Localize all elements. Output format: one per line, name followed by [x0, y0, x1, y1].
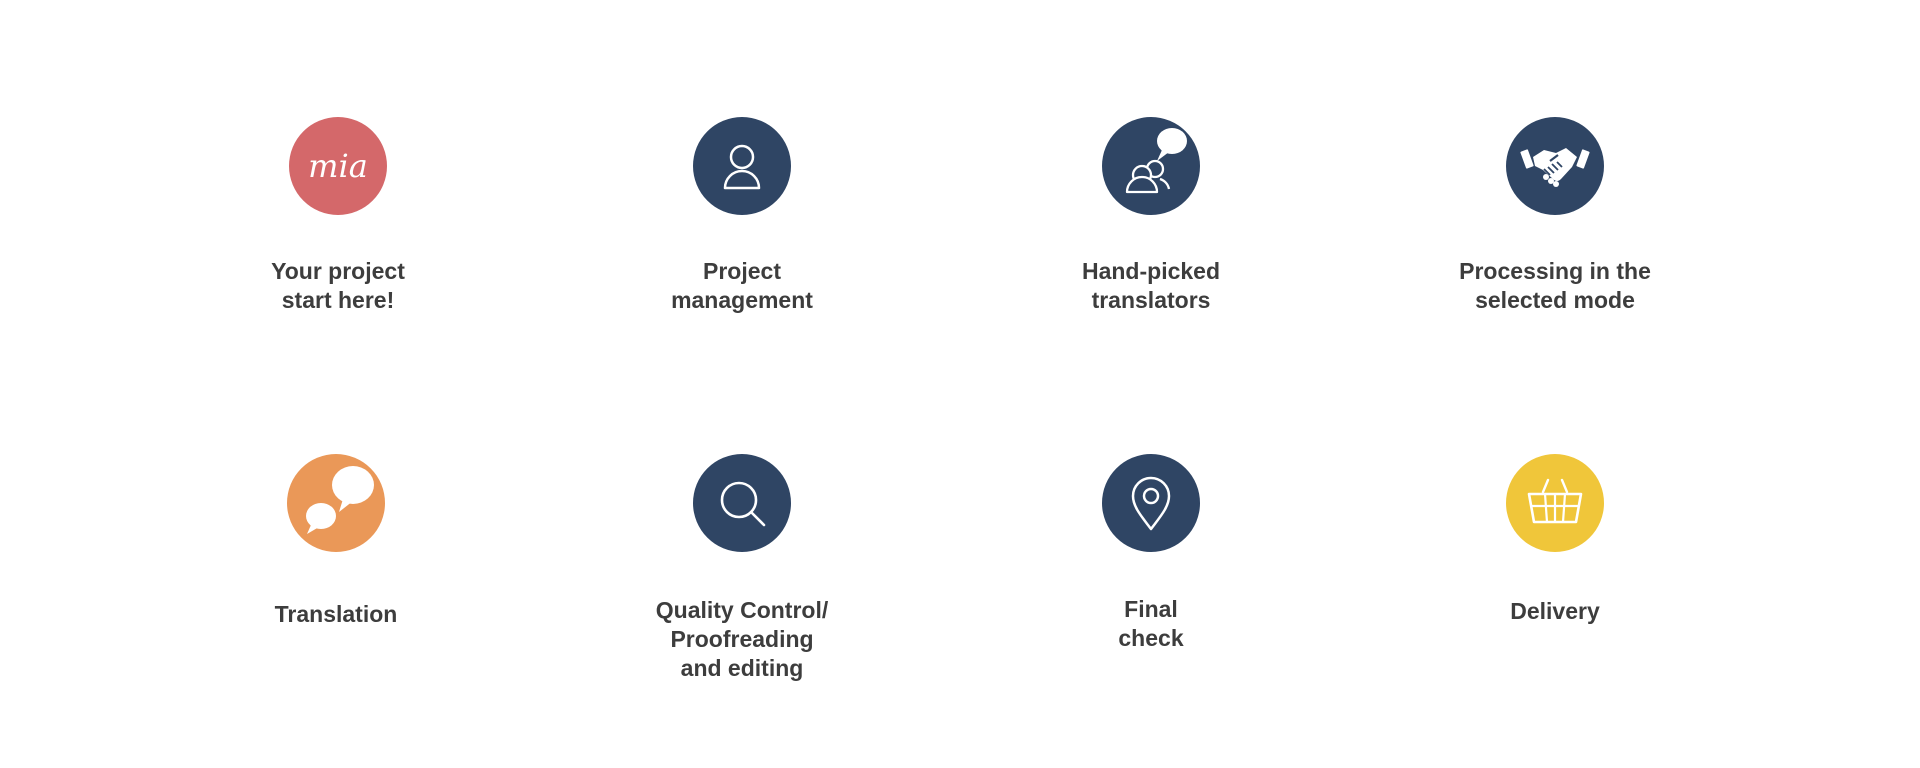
- location-pin-icon: [1102, 454, 1200, 552]
- step-translation: Translation: [206, 454, 466, 629]
- handshake-icon: [1506, 117, 1604, 215]
- step-project-start: mia Your project start here!: [208, 117, 468, 315]
- step-project-management: Project management: [612, 117, 872, 315]
- mia-logo-icon: mia: [289, 117, 387, 215]
- step-hand-picked-translators: Hand-picked translators: [1021, 117, 1281, 315]
- step-label: Processing in the selected mode: [1459, 258, 1651, 313]
- step-label: Your project start here!: [271, 258, 405, 313]
- step-label: Translation: [274, 601, 398, 627]
- step-label: Delivery: [1510, 598, 1600, 624]
- step-final-check: Final check: [1021, 454, 1281, 653]
- user-icon: [693, 117, 791, 215]
- speech-bubbles-icon: [287, 454, 385, 552]
- step-label: Quality Control/ Proofreading and editin…: [655, 597, 829, 681]
- step-quality-control: Quality Control/ Proofreading and editin…: [612, 454, 872, 683]
- step-label: Project management: [671, 258, 813, 313]
- step-processing-selected-mode: Processing in the selected mode: [1425, 117, 1685, 315]
- basket-icon: [1506, 454, 1604, 552]
- step-label: Hand-picked translators: [1081, 258, 1221, 313]
- step-delivery: Delivery: [1425, 454, 1685, 626]
- step-label: Final check: [1118, 596, 1184, 651]
- magnifier-icon: [693, 454, 791, 552]
- people-speech-icon: [1102, 117, 1200, 215]
- svg-text:mia: mia: [308, 147, 368, 185]
